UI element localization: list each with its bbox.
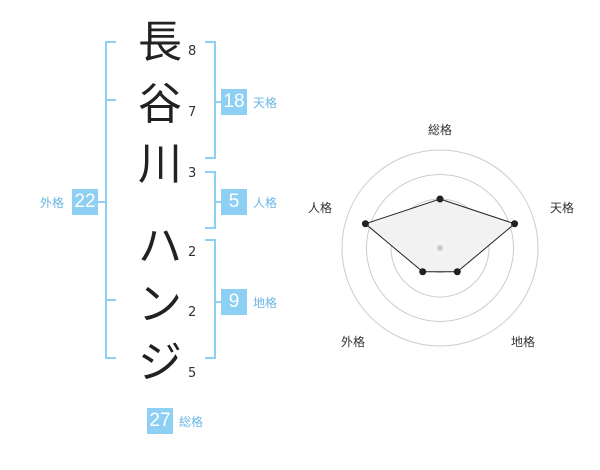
radar-point-0: [436, 195, 444, 203]
radar-axis-label-tenkaku: 天格: [550, 201, 575, 215]
chikaku-label: 地格: [253, 296, 278, 310]
stroke-count-1: 8: [188, 44, 197, 59]
stroke-count-6: 5: [188, 366, 197, 381]
radar-center-point: [437, 245, 443, 251]
jinkaku-label: 人格: [253, 196, 278, 210]
radar-axis-label-soukaku: 総格: [428, 123, 453, 137]
soukaku-label: 総格: [179, 415, 204, 429]
name-char-6: ジ: [138, 337, 182, 388]
radar-point-1: [511, 220, 519, 228]
stroke-count-3: 3: [188, 166, 197, 181]
gaikaku-value-box: 22: [72, 189, 98, 215]
tenkaku-bracket: [205, 41, 216, 159]
name-char-2: 谷: [138, 79, 182, 130]
name-char-3: 川: [138, 139, 182, 190]
radar-point-4: [361, 220, 369, 228]
radar-axis-label-jinkaku: 人格: [308, 201, 333, 215]
jinkaku-value-box: 5: [221, 189, 247, 215]
radar-ring-3: [366, 174, 514, 322]
radar-ring-4: [341, 149, 539, 347]
radar-axis-label-gaikaku: 外格: [341, 335, 366, 349]
radar-point-3: [419, 268, 427, 276]
soukaku-value-box: 27: [147, 408, 173, 434]
name-char-5: ン: [138, 279, 182, 330]
stroke-count-5: 2: [188, 305, 197, 320]
chikaku-bracket: [205, 239, 216, 359]
name-char-4: ハ: [138, 221, 182, 272]
tenkaku-value-box: 18: [221, 89, 247, 115]
radar-polygon: [364, 198, 516, 273]
stroke-count-4: 2: [188, 245, 197, 260]
stroke-count-2: 7: [188, 105, 197, 120]
gaikaku-bracket: [105, 41, 116, 359]
tenkaku-label: 天格: [253, 96, 278, 110]
radar-point-2: [453, 268, 461, 276]
chikaku-value-box: 9: [221, 289, 247, 315]
gaikaku-label: 外格: [40, 196, 65, 210]
radar-axis-label-chikaku: 地格: [511, 335, 536, 349]
name-char-1: 長: [138, 17, 182, 68]
jinkaku-bracket: [205, 171, 216, 229]
